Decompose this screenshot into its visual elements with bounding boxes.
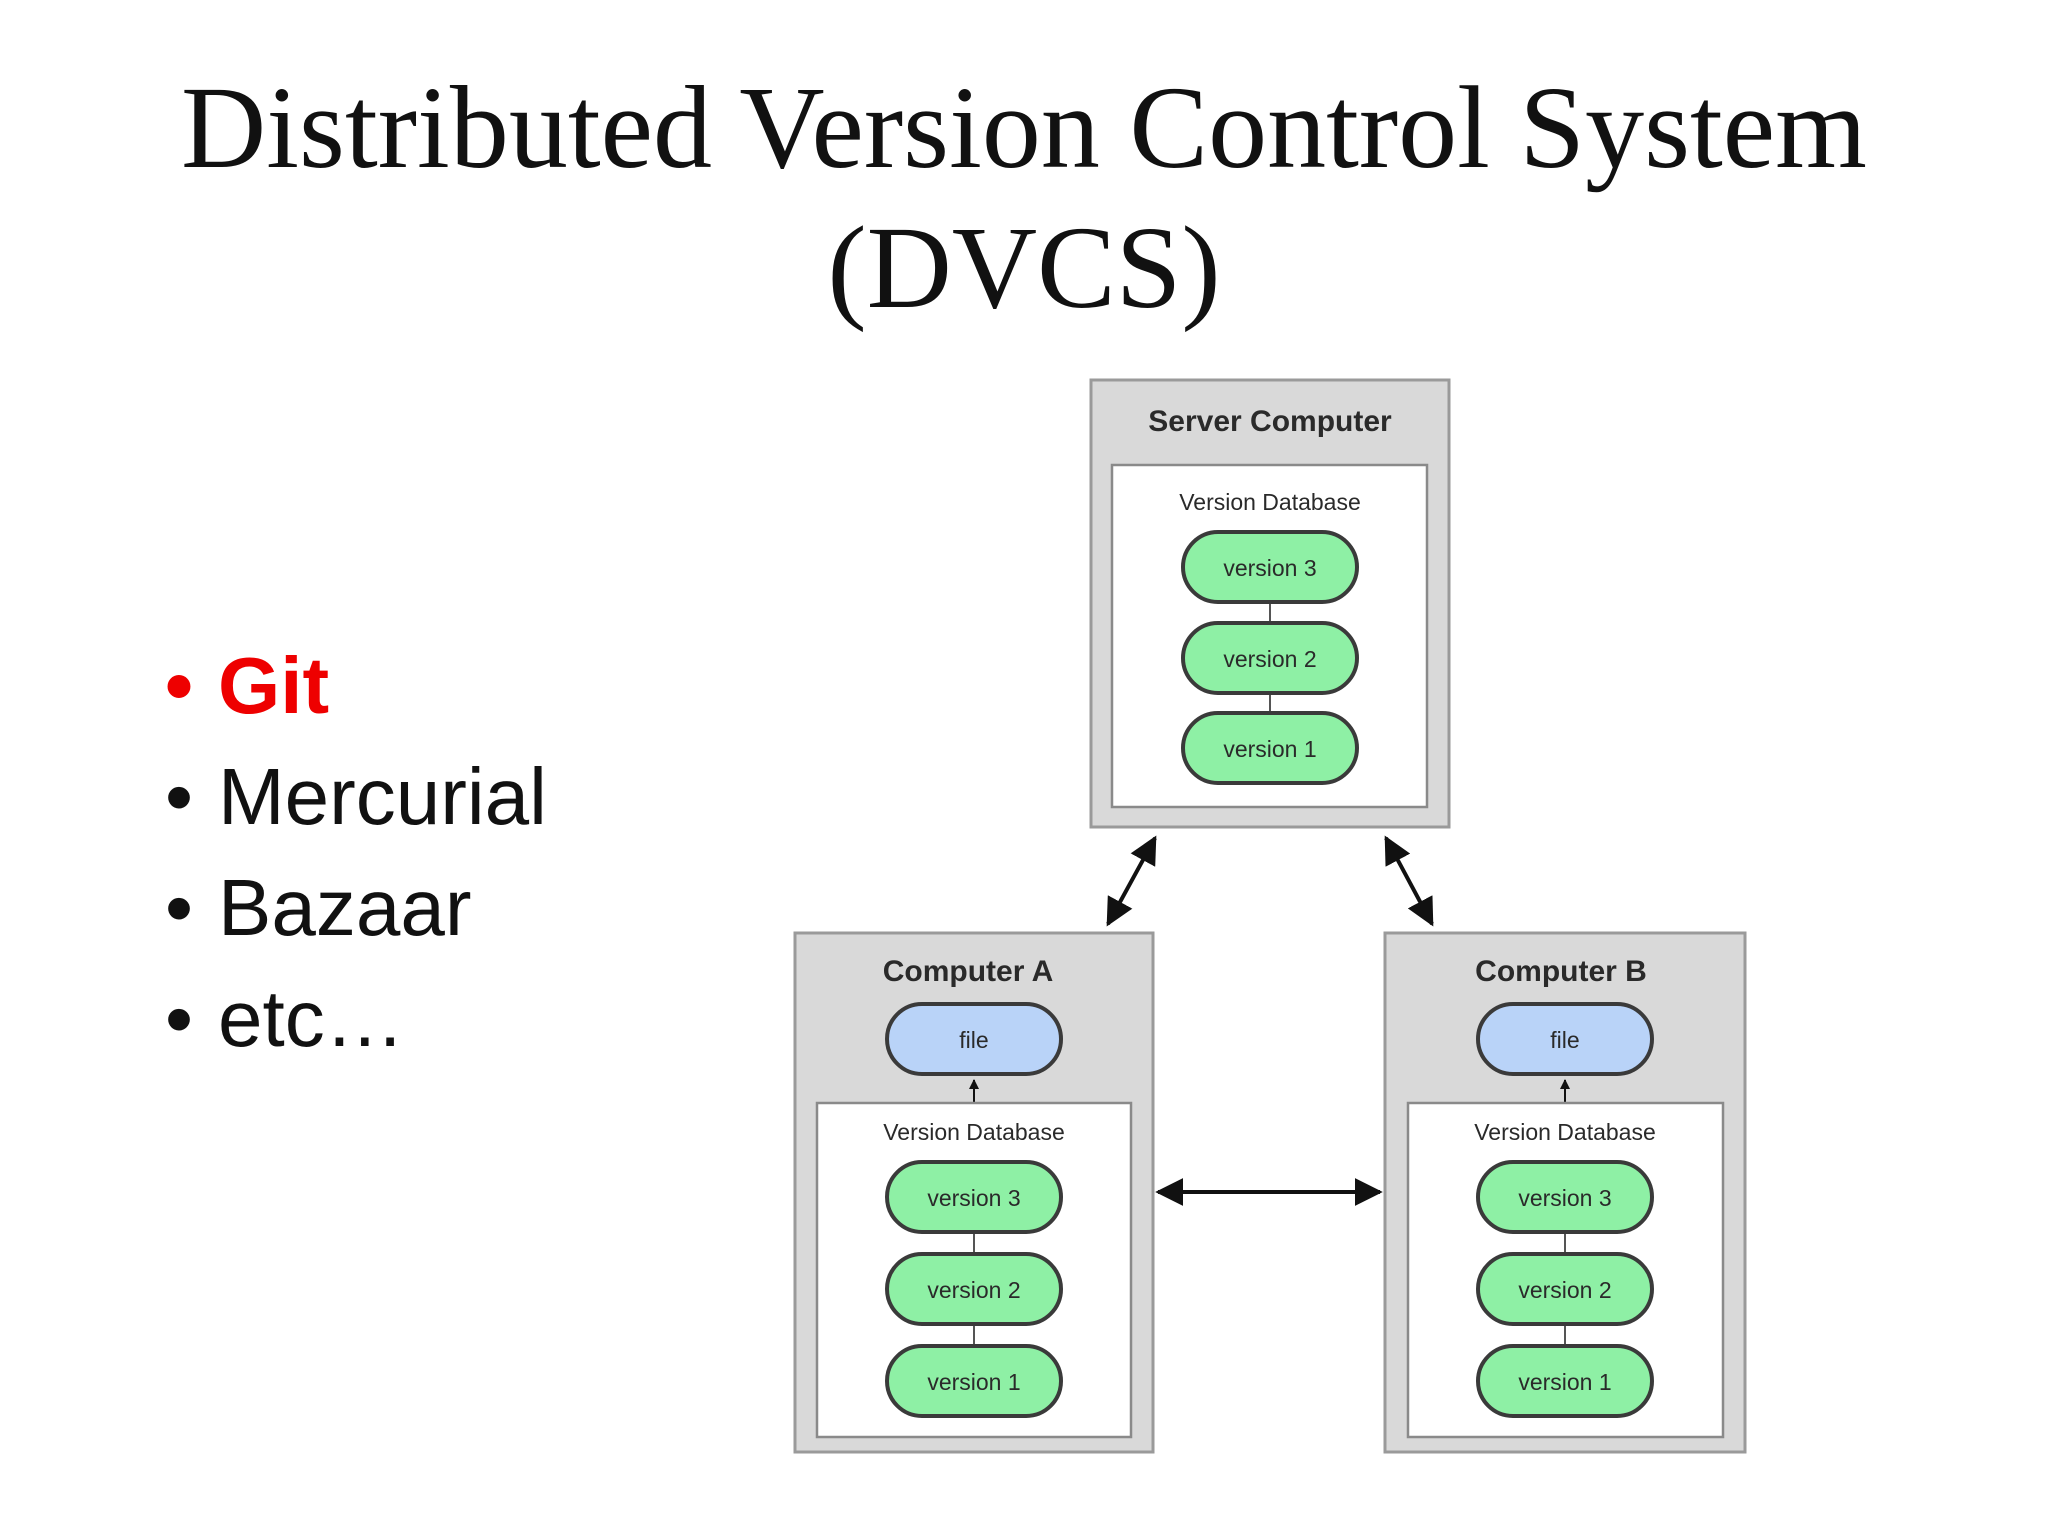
- server-version-1-pill: [1181, 711, 1359, 785]
- bullet-item-mercurial: Mercurial: [165, 741, 547, 852]
- computer-a-version-2-pill: [885, 1252, 1063, 1326]
- sync-arrow-server-a: [1106, 835, 1157, 927]
- title-line-2: (DVCS): [827, 202, 1221, 333]
- server-computer-title: Server Computer: [1148, 405, 1392, 438]
- slide-title: Distributed Version Control System (DVCS…: [0, 58, 2048, 338]
- computer-b-version-1-label: version 1: [1518, 1369, 1611, 1395]
- computer-a-version-1-pill: [885, 1344, 1063, 1418]
- bullet-item-git: Git: [165, 630, 547, 741]
- computer-a-version-2-label: version 2: [927, 1277, 1020, 1303]
- bullet-item-bazaar: Bazaar: [165, 852, 547, 963]
- server-computer: Server Computer Version Database version…: [1089, 378, 1451, 829]
- computer-a-version-1-label: version 1: [927, 1369, 1020, 1395]
- server-version-2-pill: [1181, 621, 1359, 695]
- computer-b-title: Computer B: [1475, 955, 1647, 988]
- server-version-1-label: version 1: [1223, 736, 1316, 762]
- computer-b-version-3-pill: [1476, 1160, 1654, 1234]
- computer-a-title: Computer A: [883, 955, 1054, 988]
- computer-a-version-3-pill: [885, 1160, 1063, 1234]
- title-line-1: Distributed Version Control System: [181, 62, 1867, 193]
- computer-b-version-2-label: version 2: [1518, 1277, 1611, 1303]
- computer-b-version-1-pill: [1476, 1344, 1654, 1418]
- computer-b-database-label: Version Database: [1474, 1119, 1656, 1145]
- sync-arrow-server-b: [1384, 835, 1434, 927]
- bullet-item-etc: etc…: [165, 963, 547, 1074]
- computer-b-file-pill: [1476, 1002, 1654, 1076]
- server-database-label: Version Database: [1179, 489, 1361, 515]
- computer-a-database-label: Version Database: [883, 1119, 1065, 1145]
- computer-b-file-label: file: [1550, 1027, 1579, 1053]
- computer-a-file-label: file: [959, 1027, 988, 1053]
- computer-b-version-2-pill: [1476, 1252, 1654, 1326]
- bullet-list: Git Mercurial Bazaar etc…: [165, 630, 547, 1074]
- server-version-3-pill: [1181, 530, 1359, 604]
- computer-a-version-3-label: version 3: [927, 1185, 1020, 1211]
- computer-b: Computer B file Version Database version…: [1383, 931, 1747, 1454]
- server-version-2-label: version 2: [1223, 646, 1316, 672]
- computer-b-version-3-label: version 3: [1518, 1185, 1611, 1211]
- computer-a: Computer A file Version Database version…: [793, 931, 1155, 1454]
- computer-a-file-pill: [885, 1002, 1063, 1076]
- server-version-3-label: version 3: [1223, 555, 1316, 581]
